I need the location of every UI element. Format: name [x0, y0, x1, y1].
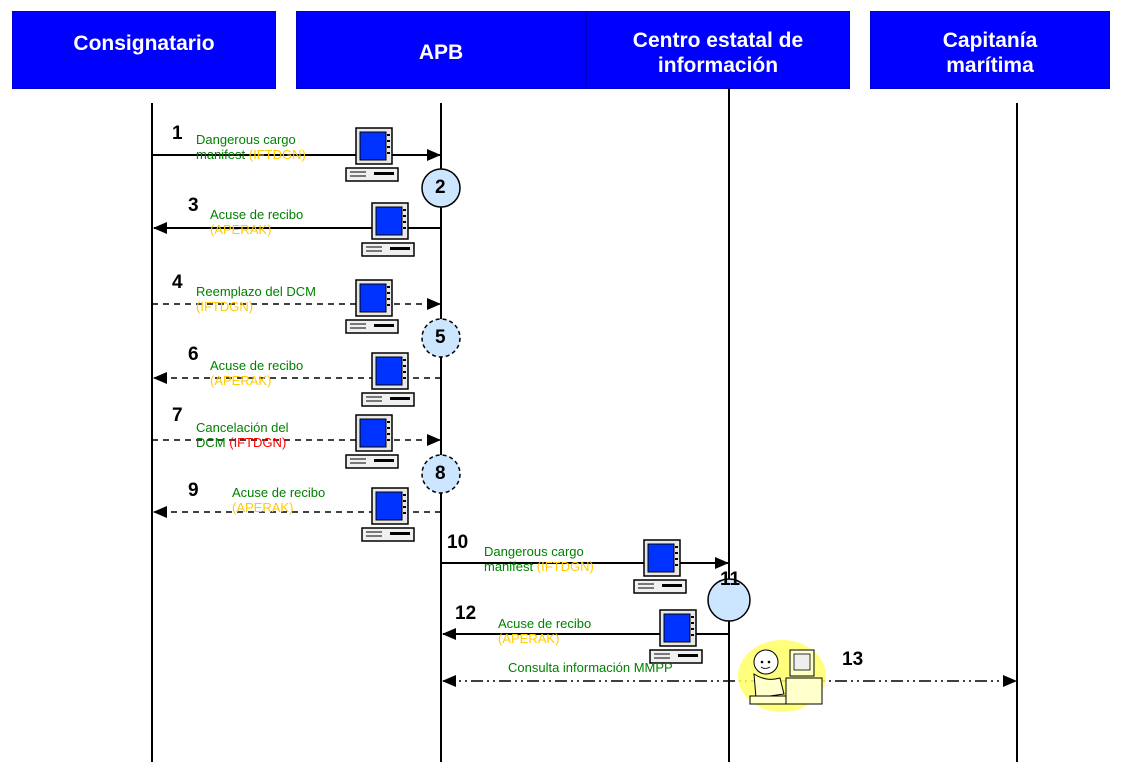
- message-text: Acuse de recibo: [210, 207, 304, 222]
- message-text: Acuse de recibo: [232, 485, 326, 500]
- process-circle-5: [421, 318, 461, 358]
- actor-name: APB: [418, 41, 464, 64]
- computer-terminal-icon: [361, 202, 415, 257]
- message-text: Acuse de recibo: [210, 358, 304, 373]
- step-number-9: 9: [188, 480, 199, 501]
- message-code: (APERAK): [232, 500, 294, 515]
- computer-terminal-icon: [345, 414, 399, 469]
- process-circle-8: [421, 454, 461, 494]
- computer-terminal-icon: [361, 487, 415, 542]
- process-circle-11: [707, 578, 751, 622]
- step-number-1: 1: [172, 123, 183, 144]
- actor-name: Centro estatal de información: [632, 29, 804, 77]
- step-number-7: 7: [172, 405, 183, 426]
- message-text: Reemplazo del DCM: [196, 284, 316, 299]
- actor-consignatario: Consignatario: [12, 11, 276, 89]
- message-text: Cancelación del DCM: [196, 420, 289, 450]
- step-number-10: 10: [447, 532, 469, 553]
- message-label-13: Consulta información MMPP: [508, 660, 673, 675]
- message-code: (IFTDGN): [196, 299, 254, 314]
- step-number-2: 2: [435, 177, 446, 198]
- actor-apb: APB: [296, 11, 586, 89]
- step-number-8: 8: [435, 463, 446, 484]
- message-code: (APERAK): [210, 222, 272, 237]
- computer-terminal-icon: [345, 279, 399, 334]
- message-label-3: Acuse de recibo (APERAK): [210, 207, 330, 237]
- message-text: Acuse de recibo: [498, 616, 592, 631]
- step-number-13: 13: [842, 649, 864, 670]
- message-code: (APERAK): [498, 631, 560, 646]
- message-label-4: Reemplazo del DCM (IFTDGN): [196, 284, 326, 314]
- message-label-7: Cancelación del DCM (IFTDGN): [196, 420, 311, 450]
- step-number-11: 11: [720, 569, 741, 590]
- message-label-6: Acuse de recibo (APERAK): [210, 358, 330, 388]
- actor-name: Consignatario: [73, 32, 215, 55]
- message-code: (APERAK): [210, 373, 272, 388]
- step-number-3: 3: [188, 195, 199, 216]
- actor-name: Capitanía marítima: [942, 29, 1038, 77]
- step-number-12: 12: [455, 603, 477, 624]
- computer-terminal-icon: [361, 352, 415, 407]
- message-label-9: Acuse de recibo (APERAK): [232, 485, 352, 515]
- message-label-10: Dangerous cargo manifest (IFTDGN): [484, 544, 619, 574]
- step-number-5: 5: [435, 327, 446, 348]
- step-number-4: 4: [172, 272, 183, 293]
- message-text: Dangerous cargo manifest: [484, 544, 584, 574]
- message-label-1: Dangerous cargo manifest (IFTDGN): [196, 132, 326, 162]
- computer-terminal-icon: [633, 539, 687, 594]
- actor-capitania: Capitanía marítima: [870, 11, 1110, 89]
- message-text: Dangerous cargo manifest: [196, 132, 296, 162]
- actor-centro-estatal: Centro estatal de información: [586, 11, 850, 89]
- message-code: (IFTDGN): [536, 559, 594, 574]
- message-code: (IFTDGN): [248, 147, 306, 162]
- message-label-12: Acuse de recibo (APERAK): [498, 616, 623, 646]
- computer-terminal-icon: [649, 609, 703, 664]
- message-code: (IFTDGN): [229, 435, 287, 450]
- process-circle-2: [421, 168, 461, 208]
- step-number-6: 6: [188, 344, 199, 365]
- person-at-computer-icon: [738, 640, 826, 712]
